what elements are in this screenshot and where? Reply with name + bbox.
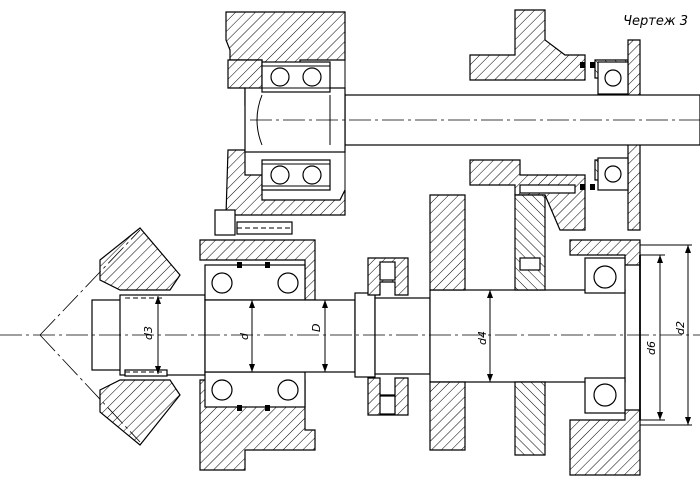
dim-d2: d2 xyxy=(640,244,692,426)
dim-d: d xyxy=(238,300,255,372)
bevel-gear xyxy=(39,227,181,446)
dim-label-d4: d4 xyxy=(476,331,489,345)
dim-d6: d6 xyxy=(640,254,665,421)
drawing-title: Чертеж 3 xyxy=(623,14,688,29)
dim-D: D xyxy=(310,300,328,372)
lower-shaft xyxy=(0,289,700,383)
dim-d4: d4 xyxy=(476,290,493,382)
top-right-bearing xyxy=(580,61,629,191)
right-lower-housing xyxy=(569,239,641,476)
key-slot xyxy=(480,54,576,194)
dim-label-D: D xyxy=(310,324,323,332)
dim-label-d3: d3 xyxy=(142,326,155,340)
lower-bearing-lower xyxy=(204,371,306,411)
dim-label-d6: d6 xyxy=(645,341,658,355)
dim-d3: d3 xyxy=(142,296,161,374)
top-bearing-lower xyxy=(261,159,331,191)
coupling-nut xyxy=(367,257,409,416)
top-shaft xyxy=(244,87,700,153)
dim-label-d2: d2 xyxy=(674,321,687,335)
top-bearing-upper xyxy=(261,61,331,93)
dim-label-d: d xyxy=(238,332,251,340)
gear-disc xyxy=(429,194,546,456)
lower-bearing-upper xyxy=(204,262,306,301)
